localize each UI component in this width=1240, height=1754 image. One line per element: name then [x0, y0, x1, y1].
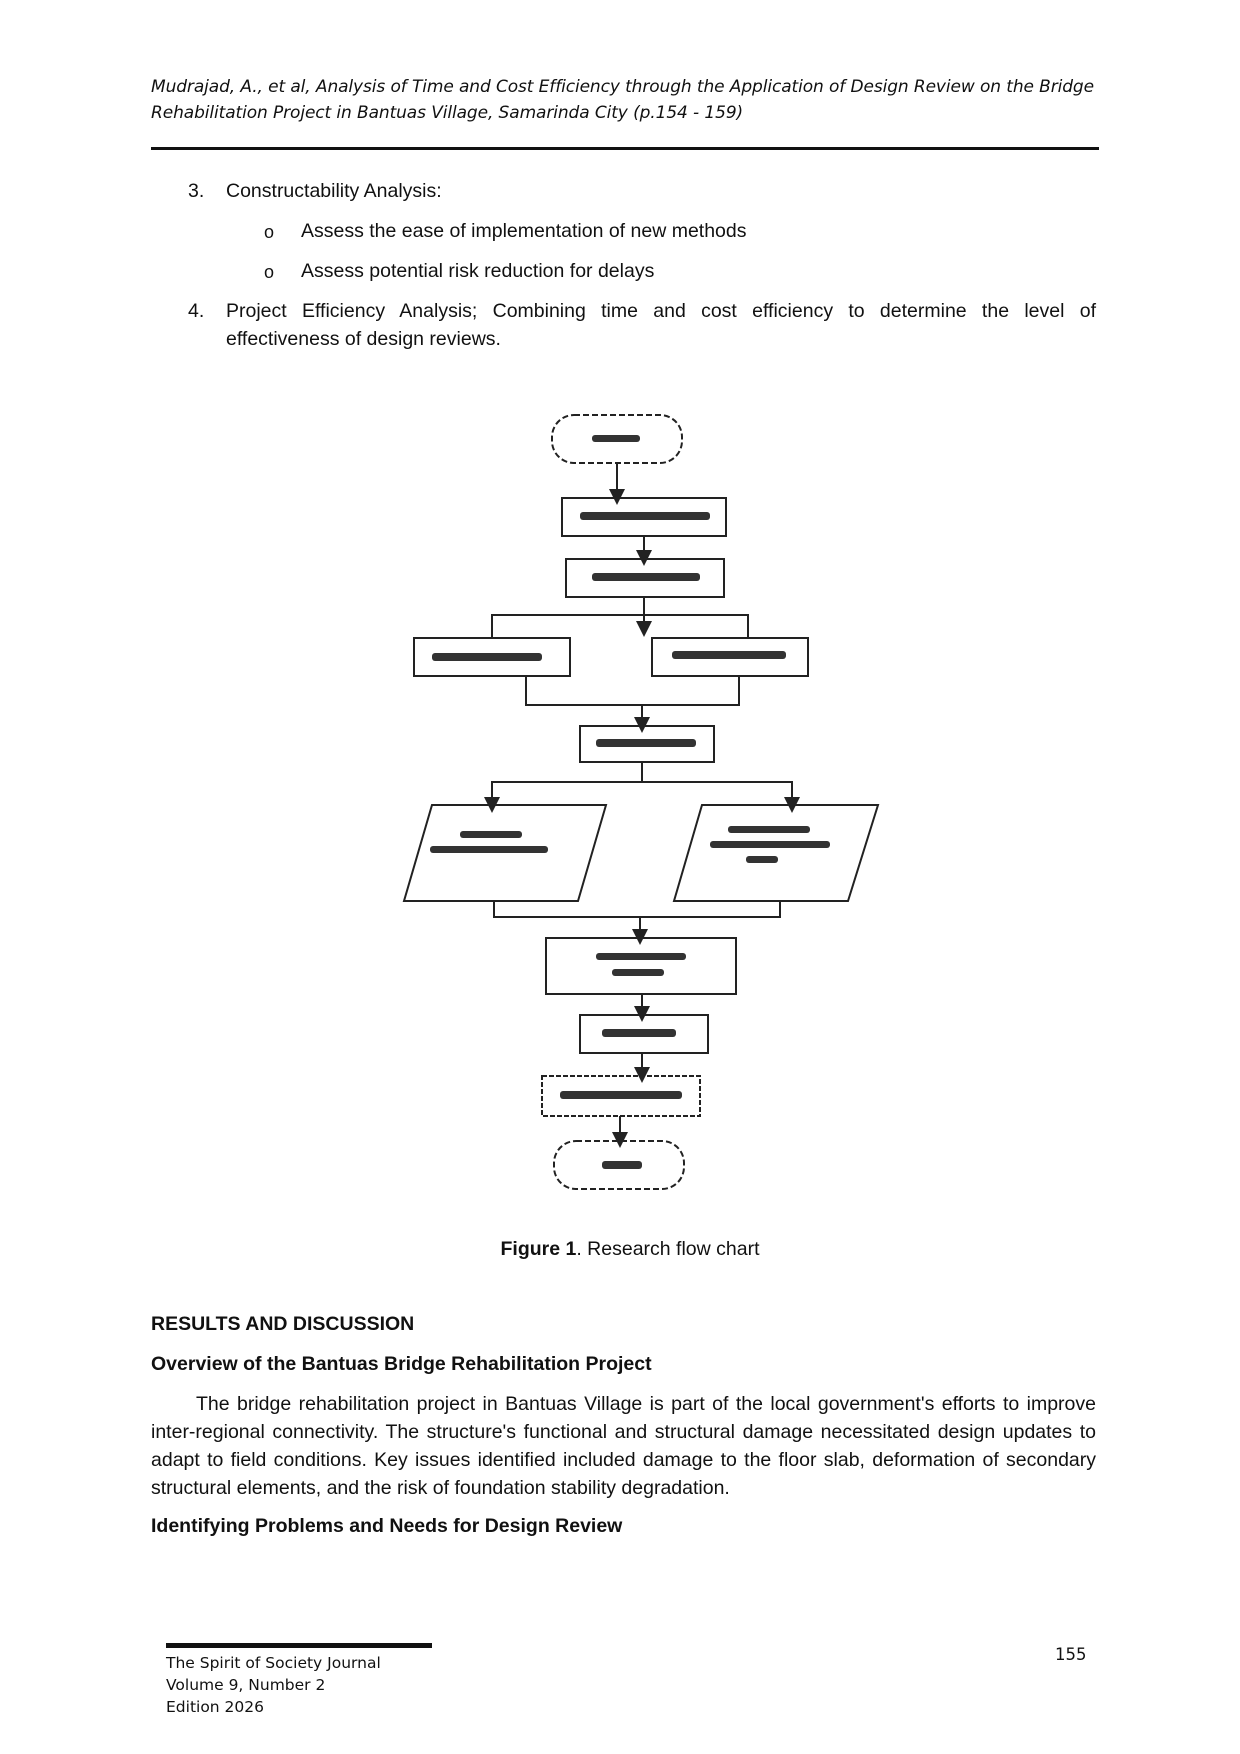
illegible-label-mark	[710, 841, 830, 848]
split-connector	[491, 614, 749, 637]
illegible-label-mark	[596, 953, 686, 960]
footer-rule	[166, 1643, 432, 1648]
illegible-label-mark	[430, 846, 548, 853]
running-header: Mudrajad, A., et al, Analysis of Time an…	[151, 74, 1101, 126]
list-item-4-text: Project Efficiency Analysis; Combining t…	[226, 300, 1096, 350]
process-box-4	[545, 937, 737, 995]
figure-caption: Figure 1. Research flow chart	[480, 1238, 780, 1261]
process-box-3	[579, 725, 715, 763]
illegible-label-mark	[580, 512, 710, 520]
end-terminator	[553, 1140, 685, 1190]
process-box-left	[413, 637, 571, 677]
illegible-label-mark	[592, 573, 700, 581]
illegible-label-mark	[560, 1091, 682, 1099]
section-heading: RESULTS AND DISCUSSION	[151, 1313, 415, 1335]
illegible-label-mark	[460, 831, 522, 838]
list-item-number-4: 4.	[188, 300, 205, 322]
journal-footer: The Spirit of Society Journal Volume 9, …	[166, 1652, 381, 1718]
figure-caption-text: . Research flow chart	[576, 1238, 760, 1260]
bullet-item-2: Assess potential risk reduction for dela…	[301, 260, 655, 282]
figure-label: Figure 1	[500, 1238, 577, 1260]
process-box-5	[579, 1014, 709, 1054]
data-input-left	[402, 804, 608, 902]
running-header-line-1: Mudrajad, A., et al, Analysis of Time an…	[151, 77, 1094, 97]
journal-edition: Edition 2026	[166, 1698, 265, 1716]
subsection-heading-overview: Overview of the Bantuas Bridge Rehabilit…	[151, 1353, 652, 1375]
bullet-glyph: o	[264, 222, 275, 242]
illegible-label-mark	[672, 651, 786, 659]
illegible-label-mark	[602, 1029, 676, 1037]
illegible-label-mark	[746, 856, 778, 863]
header-rule	[151, 147, 1099, 150]
running-header-line-2: Rehabilitation Project in Bantuas Villag…	[151, 103, 744, 123]
join-connector	[493, 901, 781, 918]
page-number: 155	[1055, 1645, 1087, 1664]
data-input-right	[672, 804, 880, 902]
illegible-label-mark	[602, 1161, 642, 1169]
paragraph-overview: The bridge rehabilitation project in Ban…	[151, 1393, 1096, 1499]
list-item-3-text: Constructability Analysis:	[226, 180, 442, 202]
illegible-label-mark	[592, 435, 640, 442]
list-item-number-3: 3.	[188, 180, 205, 202]
journal-volume: Volume 9, Number 2	[166, 1676, 326, 1694]
illegible-label-mark	[596, 739, 696, 747]
split-connector	[491, 781, 793, 803]
subsection-heading-problems: Identifying Problems and Needs for Desig…	[151, 1515, 623, 1537]
illegible-label-mark	[728, 826, 810, 833]
illegible-label-mark	[432, 653, 542, 661]
bullet-item-1: Assess the ease of implementation of new…	[301, 220, 747, 242]
research-flow-chart	[402, 414, 880, 1190]
bullet-glyph: o	[264, 262, 275, 282]
join-connector	[525, 676, 740, 706]
illegible-label-mark	[612, 969, 664, 976]
process-box-right	[651, 637, 809, 677]
journal-name: The Spirit of Society Journal	[166, 1654, 381, 1672]
